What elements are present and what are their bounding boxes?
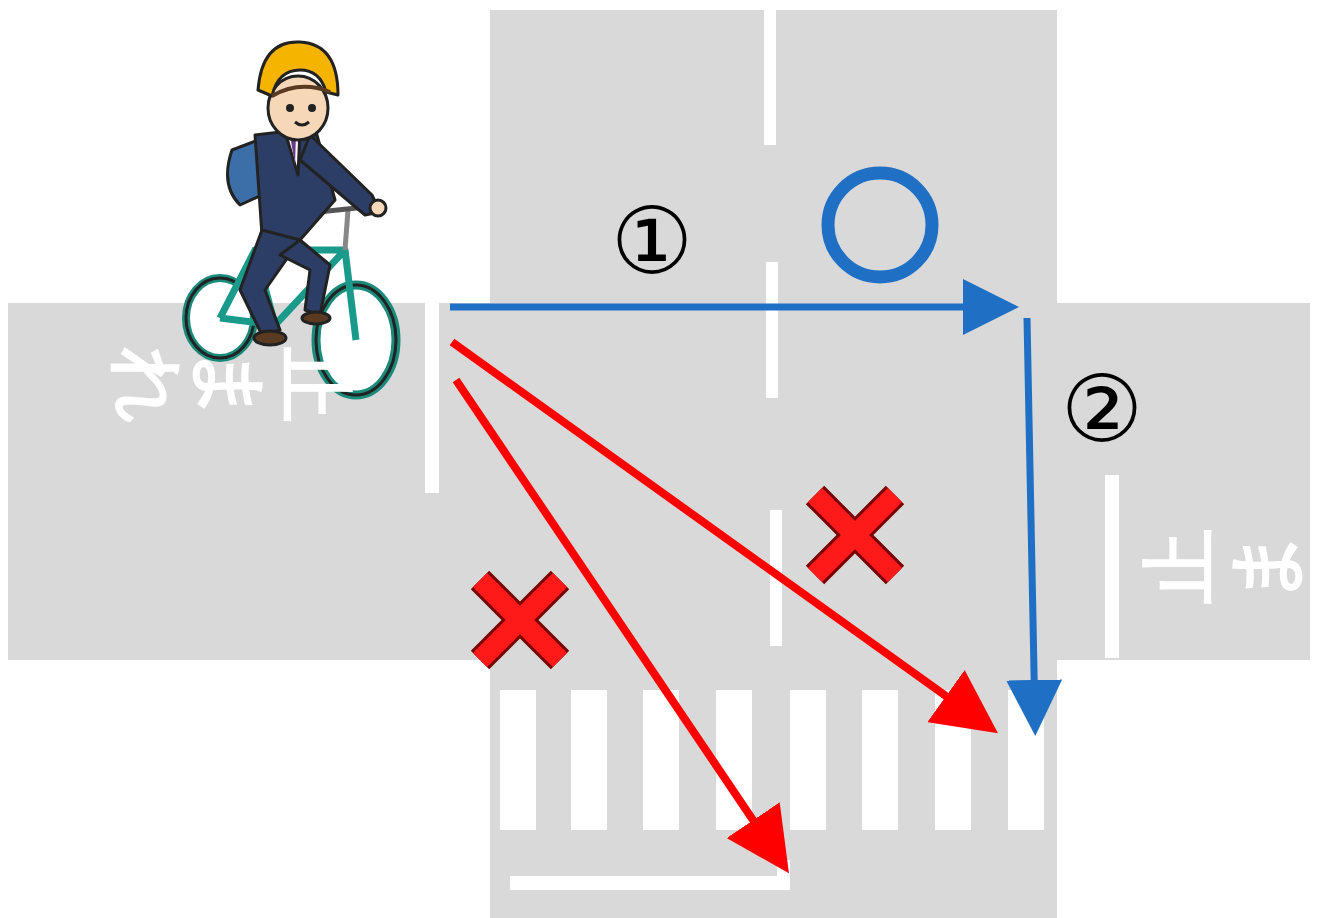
correct-path-arrow bbox=[450, 307, 1035, 722]
callout-number: ① bbox=[611, 196, 693, 288]
horizontal-road bbox=[8, 303, 1310, 660]
centre-line bbox=[764, 10, 782, 646]
wrong-path-arrow bbox=[452, 342, 985, 860]
road-marking-text: 止ま bbox=[1138, 528, 1305, 604]
correct-mark bbox=[828, 173, 932, 277]
callout-number: ② bbox=[1061, 364, 1143, 456]
stop-line bbox=[425, 303, 1119, 890]
cyclist-illustration bbox=[186, 42, 396, 395]
road-marking-text: 止まれ bbox=[107, 347, 358, 423]
wrong-mark bbox=[480, 495, 895, 660]
